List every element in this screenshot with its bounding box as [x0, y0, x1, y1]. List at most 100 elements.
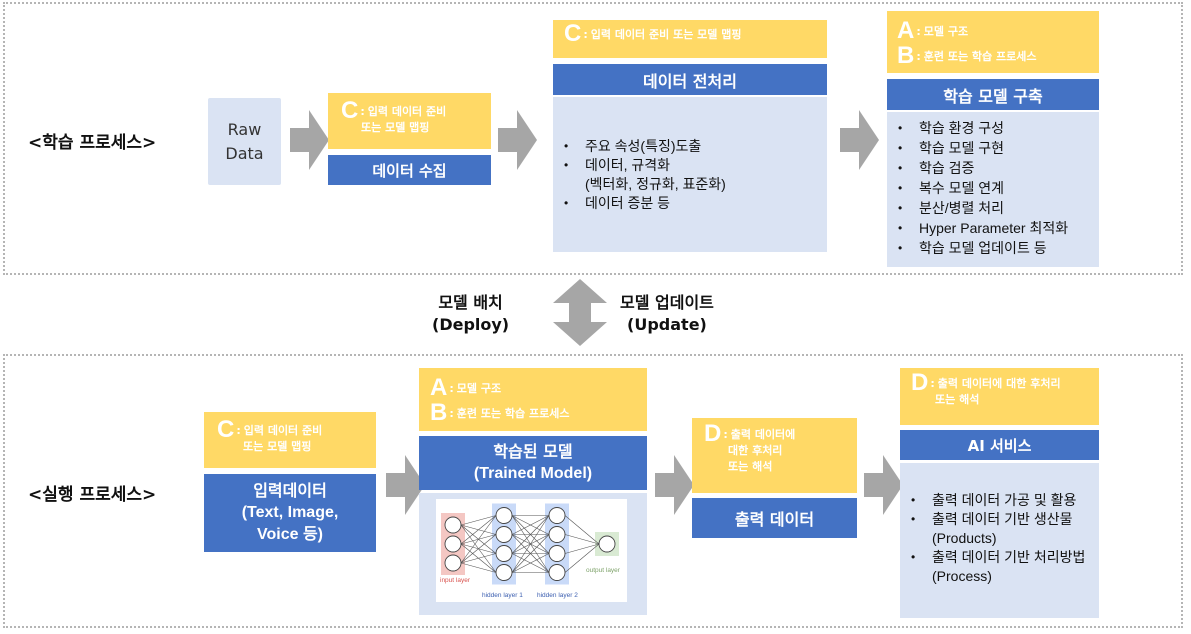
arrow-right-icon: [498, 110, 537, 170]
list-item-text: 복수 모델 연계: [919, 180, 1005, 196]
double-arrow-icon: [553, 279, 607, 346]
raw-data-label: Raw Data: [225, 119, 264, 163]
note-text: 훈련 또는 학습 프로세스: [456, 407, 570, 420]
arrow-right-icon: [840, 110, 879, 170]
model-build-body: 학습 환경 구성학습 모델 구현학습 검증복수 모델 연계분산/병렬 처리Hyp…: [887, 112, 1099, 267]
network-node: [444, 535, 462, 553]
model-build-note: A:모델 구조 B:훈련 또는 학습 프로세스: [887, 11, 1099, 73]
note-text: 출력 데이터에: [730, 428, 796, 441]
title-text: 출력 데이터: [734, 510, 815, 529]
note-letter: B: [430, 399, 448, 426]
update-en: (Update): [627, 315, 707, 334]
list-item-text: Hyper Parameter 최적화: [919, 220, 1069, 236]
title-text: 데이터 수집: [372, 161, 447, 180]
output-note: D:출력 데이터에 대한 후처리 또는 해석: [692, 418, 857, 493]
note-letter: A: [430, 374, 448, 401]
note-text: 대한 후처리: [728, 444, 783, 457]
update-ko: 모델 업데이트: [620, 293, 714, 312]
execution-process-label: <실행 프로세스>: [28, 485, 157, 505]
layer-label: hidden layer 2: [537, 592, 578, 599]
title-text: 데이터 전처리: [643, 71, 737, 91]
network-node: [444, 554, 462, 572]
network-node: [548, 526, 566, 543]
title-text: (Trained Model): [473, 465, 593, 482]
raw-data-box: Raw Data: [208, 98, 281, 185]
note-letter: C: [217, 416, 235, 443]
note-text: 입력 데이터 준비: [243, 424, 323, 437]
network-edge: [460, 515, 497, 526]
list-item: 학습 환경 구성: [887, 118, 1099, 138]
network-node: [548, 545, 566, 562]
model-build-title: 학습 모델 구축: [887, 79, 1099, 110]
note-letter: B: [897, 42, 915, 69]
network-edge: [511, 515, 550, 535]
network-edge: [511, 534, 550, 573]
network-node: [495, 507, 513, 524]
list-item-text: 데이터, 규격화: [585, 157, 671, 173]
note-text: 또는 해석: [728, 460, 773, 473]
note-text: 또는 모델 맵핑: [243, 440, 312, 453]
ai-service-note: D:출력 데이터에 대한 후처리 또는 해석: [900, 368, 1099, 425]
network-edge: [460, 515, 497, 564]
collection-note: C:입력 데이터 준비 또는 모델 맵핑: [328, 93, 491, 149]
note-text: 입력 데이터 준비 또는 모델 맵핑: [590, 28, 742, 41]
list-item-text: 분산/병렬 처리: [919, 200, 1005, 216]
note-text: 모델 구조: [923, 25, 969, 38]
title-text: 학습된 모델: [493, 442, 573, 461]
network-edge: [460, 562, 497, 573]
update-label: 모델 업데이트 (Update): [620, 292, 714, 336]
layer-label: input layer: [440, 577, 471, 584]
arrow-right-icon: [655, 455, 694, 515]
list-item: 데이터, 규격화 (벡터화, 정규화, 표준화): [553, 156, 827, 194]
network-edge: [511, 515, 550, 554]
list-item-text: 출력 데이터 기반 처리방법: [932, 549, 1086, 565]
list-item-text: 학습 모델 업데이트 등: [919, 240, 1047, 256]
ai-service-title: AI 서비스: [900, 430, 1099, 460]
network-edge: [511, 553, 550, 573]
list-item: 학습 모델 업데이트 등: [887, 238, 1099, 258]
network-edge: [511, 515, 550, 573]
title-text: 학습 모델 구축: [943, 86, 1043, 106]
note-letter: C: [341, 97, 359, 124]
list-item: 학습 모델 구현: [887, 138, 1099, 158]
network-edge: [564, 543, 600, 573]
arrow-right-icon: [864, 455, 903, 515]
preprocessing-note: C:입력 데이터 준비 또는 모델 맵핑: [553, 20, 827, 58]
network-edge: [460, 515, 497, 545]
note-letter: D: [704, 420, 722, 447]
list-item-text: 학습 모델 구현: [919, 140, 1005, 156]
trained-model-title: 학습된 모델 (Trained Model): [419, 436, 647, 490]
network-node: [495, 526, 513, 543]
network-node: [495, 545, 513, 562]
note-text: 훈련 또는 학습 프로세스: [923, 50, 1037, 63]
list-item-text: 데이터 증분 등: [585, 195, 671, 211]
ai-service-body: 출력 데이터 가공 및 활용출력 데이터 기반 생산물 (Products) 출력 …: [900, 463, 1099, 618]
list-item: 데이터 증분 등: [553, 194, 827, 213]
list-item: 복수 모델 연계: [887, 178, 1099, 198]
list-item-continuation: (Process): [932, 568, 992, 584]
output-data-title: 출력 데이터: [692, 498, 857, 538]
deploy-ko: 모델 배치: [438, 293, 503, 312]
list-item-continuation: (벡터화, 정규화, 표준화): [585, 176, 726, 192]
list-item-continuation: (Products): [932, 530, 997, 546]
list-item-text: 출력 데이터 기반 생산물: [932, 511, 1073, 527]
model-build-list: 학습 환경 구성학습 모델 구현학습 검증복수 모델 연계분산/병렬 처리Hyp…: [887, 118, 1099, 258]
network-node: [598, 535, 616, 553]
list-item: 출력 데이터 가공 및 활용: [900, 491, 1099, 510]
network-node: [444, 516, 462, 534]
preprocessing-title: 데이터 전처리: [553, 64, 827, 95]
title-text: (Text, Image,: [241, 504, 339, 521]
preprocessing-list: 주요 속성(특징)도출데이터, 규격화(벡터화, 정규화, 표준화)데이터 증분…: [553, 137, 827, 213]
deploy-en: (Deploy): [432, 315, 510, 334]
ai-service-list: 출력 데이터 가공 및 활용출력 데이터 기반 생산물 (Products) 출력 …: [900, 491, 1099, 586]
layer-label: output layer: [586, 567, 621, 574]
note-letter: C: [564, 20, 582, 47]
learning-process-section: [3, 2, 1183, 275]
note-text: 또는 해석: [935, 393, 980, 406]
input-data-title: 입력데이터 (Text, Image, Voice 등): [204, 474, 376, 552]
note-letter: A: [897, 17, 915, 44]
data-collection-title: 데이터 수집: [328, 155, 491, 185]
